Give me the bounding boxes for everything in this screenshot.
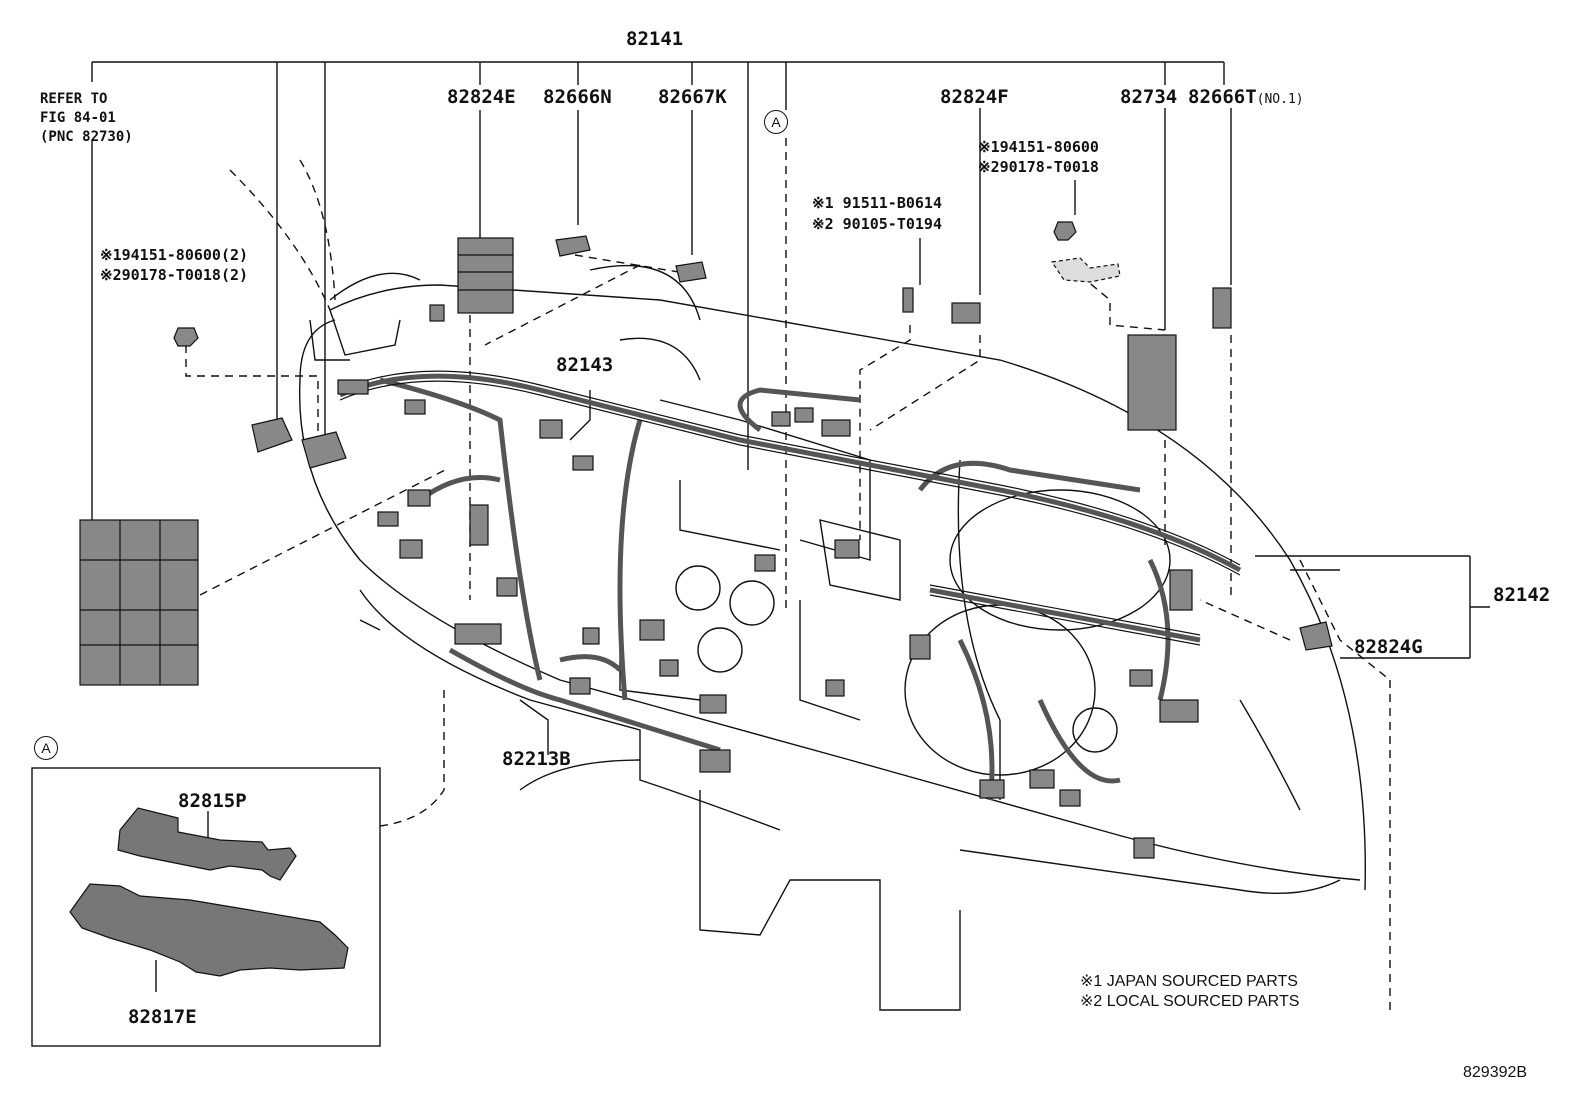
detail-box-a [31,767,381,1047]
bracket-plate [1050,257,1121,283]
connector-82824F [951,302,981,324]
label-82666T-number: 82666T [1188,86,1257,108]
part-82815P [117,807,297,881]
clip-82666T [1212,287,1232,329]
relay-block-82824E [457,237,514,314]
clamp-left-1 [251,417,293,453]
label-82141: 82141 [626,28,684,50]
label-82666N: 82666N [543,86,612,108]
label-82142: 82142 [1493,584,1551,606]
label-82667K: 82667K [658,86,727,108]
callout-a-circle: A [764,110,788,134]
label-82143: 82143 [556,354,614,376]
refer-note-line3: (PNC 82730) [40,128,133,145]
label-82213B: 82213B [502,748,571,770]
label-82666T: 82666T(NO.1) [1188,88,1304,107]
legend-line2: ※2 LOCAL SOURCED PARTS [1080,993,1300,1010]
figure-number: 829392B [1463,1064,1528,1081]
clamp-left-2 [301,431,347,469]
pn-mid-1: ※1 91511-B0614 [812,194,942,212]
refer-note-line1: REFER TO [40,91,108,107]
relay-82734 [1127,334,1177,431]
refer-note-line2: FIG 84-01 [40,109,116,126]
pn-right-1: ※194151-80600 [978,138,1099,156]
label-82824F: 82824F [940,86,1009,108]
nut-left [173,327,199,347]
nut-right [1053,221,1077,241]
legend-line1: ※1 JAPAN SOURCED PARTS [1080,973,1298,990]
junction-block [79,519,199,686]
connector-82824G [1299,621,1333,651]
label-82824E: 82824E [447,86,516,108]
label-82666T-suffix: (NO.1) [1256,92,1304,107]
pn-mid-2: ※2 90105-T0194 [812,215,942,233]
part-82817E [69,883,349,977]
label-82824G: 82824G [1354,636,1423,658]
detail-a-circle: A [34,736,58,760]
clip-82666N [555,235,591,257]
label-82817E: 82817E [128,1006,197,1028]
label-82734: 82734 [1120,86,1178,108]
pn-left-1: ※194151-80600(2) [100,246,249,264]
pn-left-2: ※290178-T0018(2) [100,266,249,284]
refer-note: REFER TO FIG 84-01 (PNC 82730) [40,90,133,147]
bolt-91511 [902,287,914,313]
pn-right-2: ※290178-T0018 [978,158,1099,176]
clip-82667K [675,261,707,283]
label-82815P: 82815P [178,790,247,812]
